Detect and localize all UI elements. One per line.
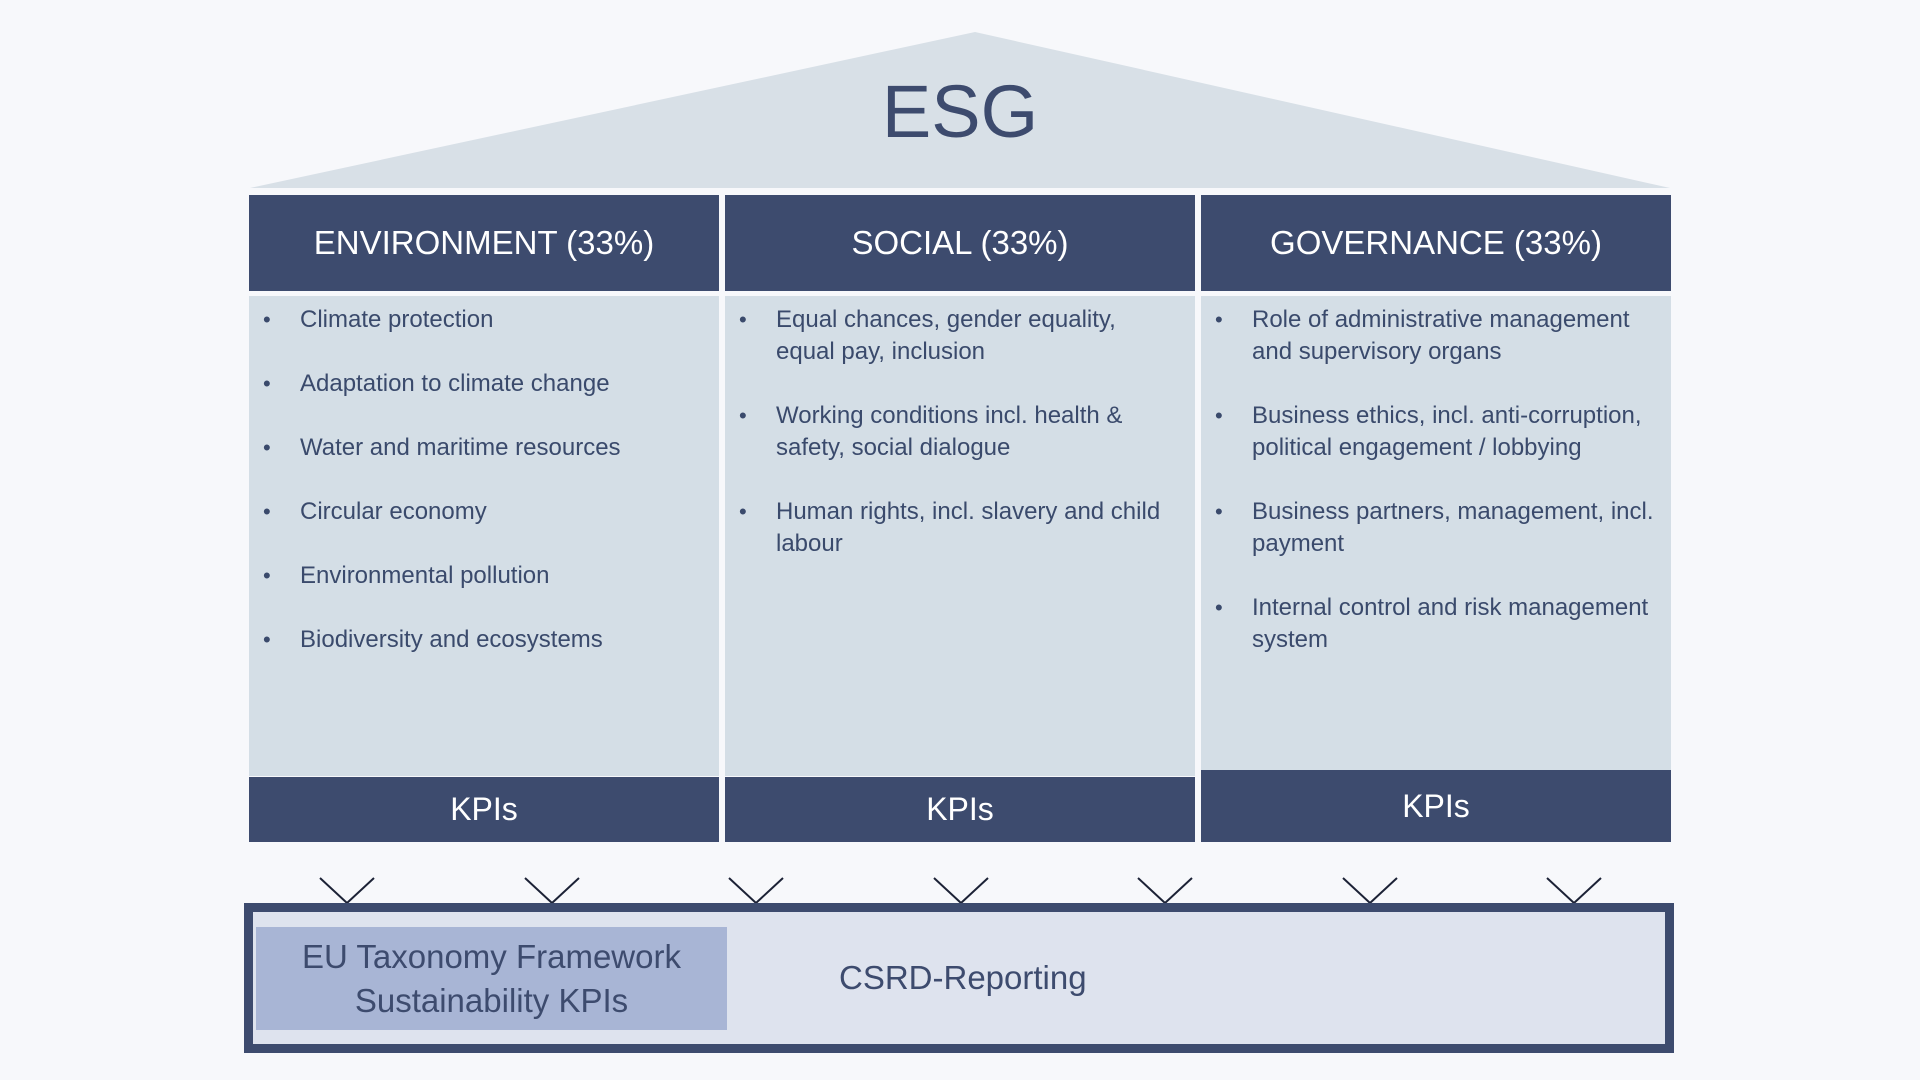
eu-taxonomy-line1: EU Taxonomy Framework	[301, 937, 681, 975]
down-arrows	[319, 877, 1602, 905]
list-item: •Human rights, incl. slavery and child l…	[739, 498, 1161, 557]
list-item: •Water and maritime resources	[249, 432, 719, 464]
chevron-down-icon	[728, 877, 784, 905]
chevron-down-icon	[1342, 877, 1398, 905]
list-item: •Business partners, management, incl. pa…	[1215, 498, 1654, 557]
list-item: •Business ethics, incl. anti-corruption,…	[1215, 402, 1642, 461]
foundation-box: EU Taxonomy Framework Sustainability KPI…	[244, 903, 1674, 1053]
bullet-icon: •	[739, 499, 747, 524]
bullet-icon: •	[739, 307, 747, 332]
chevron-down-icon	[1546, 877, 1602, 905]
bullet-icon: •	[1215, 499, 1223, 524]
list-item: •Circular economy	[249, 496, 719, 528]
item-list: •Equal chances, gender equality, equal p…	[725, 304, 1195, 592]
chevron-down-icon	[319, 877, 375, 905]
eu-taxonomy-line2: Sustainability KPIs	[354, 981, 629, 1019]
list-item: •Climate protection	[249, 304, 719, 336]
kpi-bar: KPIs	[249, 777, 719, 842]
kpi-bar: KPIs	[725, 777, 1195, 842]
list-item: •Adaptation to climate change	[249, 368, 719, 400]
list-item: •Role of administrative management and s…	[1215, 306, 1630, 365]
bullet-icon: •	[263, 435, 271, 460]
bullet-icon: •	[1215, 403, 1223, 428]
roof-triangle	[250, 32, 1670, 188]
bullet-icon: •	[1215, 307, 1223, 332]
pillar-heading: GOVERNANCE (33%)	[1201, 195, 1671, 291]
bullet-icon: •	[1215, 595, 1223, 620]
pillar-heading: ENVIRONMENT (33%)	[249, 195, 719, 291]
eu-taxonomy-box: EU Taxonomy Framework Sustainability KPI…	[256, 927, 727, 1030]
list-item: •Internal control and risk management sy…	[1215, 594, 1649, 653]
bullet-icon: •	[263, 627, 271, 652]
pillar-body: •Role of administrative management and s…	[1201, 296, 1671, 776]
item-list: •Role of administrative management and s…	[1201, 304, 1671, 688]
list-item: •Environmental pollution	[249, 560, 719, 592]
chevron-down-icon	[933, 877, 989, 905]
bullet-icon: •	[263, 371, 271, 396]
list-item: •Working conditions incl. health & safet…	[739, 402, 1123, 461]
chevron-down-icon	[524, 877, 580, 905]
bullet-icon: •	[263, 307, 271, 332]
kpi-bar: KPIs	[1201, 770, 1671, 842]
pillar-body: •Climate protection •Adaptation to clima…	[249, 296, 719, 776]
csrd-reporting-label: CSRD-Reporting	[839, 959, 1087, 996]
bullet-icon: •	[739, 403, 747, 428]
item-list: •Climate protection •Adaptation to clima…	[249, 304, 719, 688]
chevron-down-icon	[1137, 877, 1193, 905]
diagram-title: ESG	[881, 70, 1039, 153]
bullet-icon: •	[263, 563, 271, 588]
list-item: •Biodiversity and ecosystems	[249, 624, 719, 656]
pillar-heading: SOCIAL (33%)	[725, 195, 1195, 291]
pillar-body: •Equal chances, gender equality, equal p…	[725, 296, 1195, 776]
bullet-icon: •	[263, 499, 271, 524]
list-item: •Equal chances, gender equality, equal p…	[739, 306, 1116, 365]
